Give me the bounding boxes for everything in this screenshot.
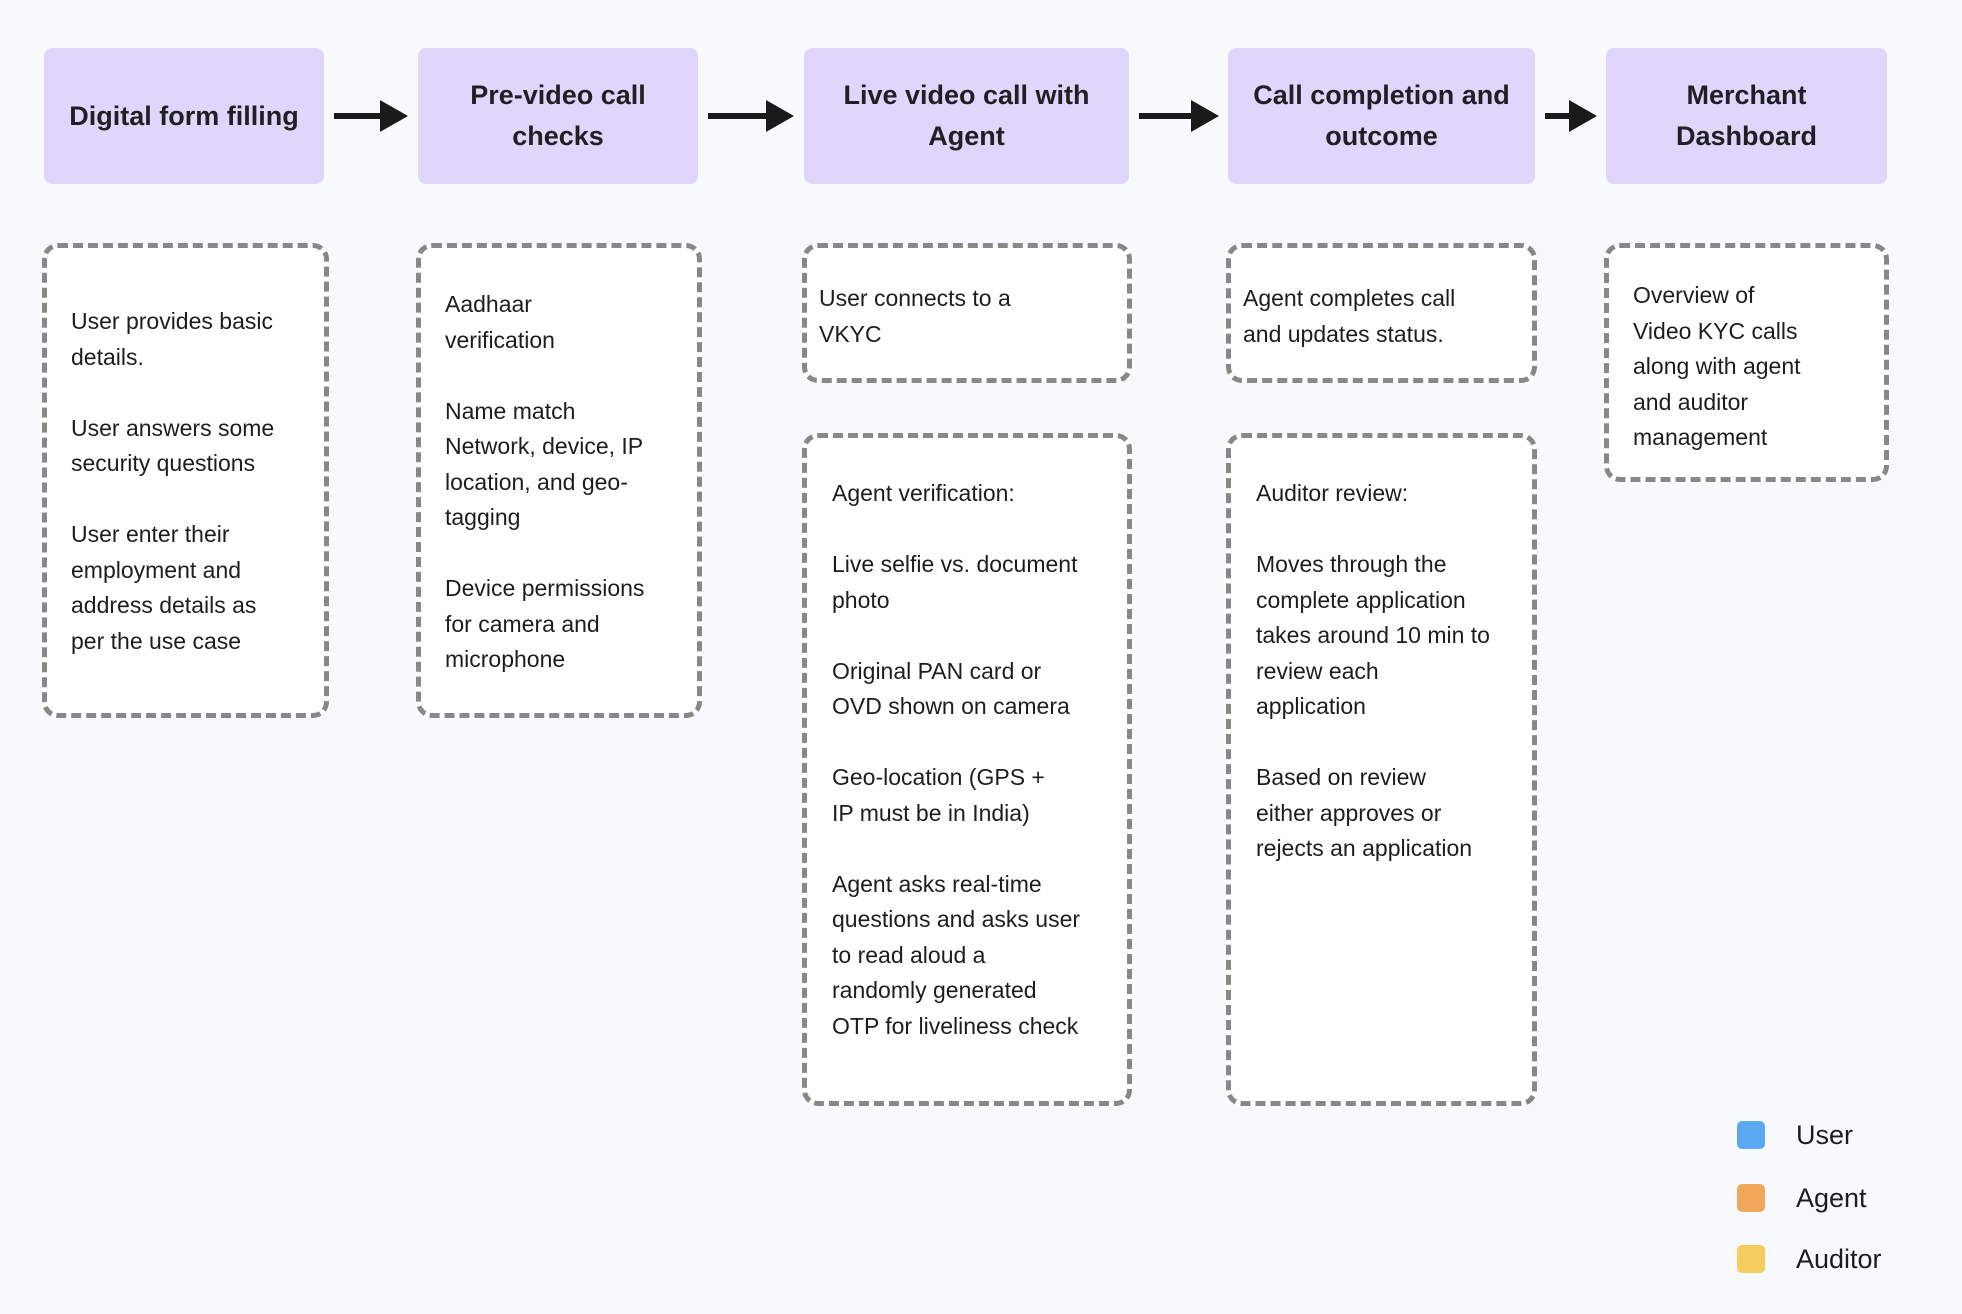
legend-label: Agent: [1796, 1182, 1867, 1213]
legend-swatch: [1737, 1184, 1765, 1212]
legend-item-agent: Agent: [1737, 1183, 1867, 1213]
legend-item-auditor: Auditor: [1737, 1244, 1882, 1274]
stage-label: Digital form filling: [69, 100, 299, 131]
box-paragraph: Geo-location (GPS +IP must be in India): [832, 764, 1045, 826]
stage-label: Pre-video call checks: [470, 80, 646, 151]
agent-verification-box: Agent verification: Live selfie vs. docu…: [802, 433, 1132, 1106]
stage-pre-video-call-checks: Pre-video call checks: [418, 48, 698, 184]
flow-arrow-icon: [1139, 98, 1219, 134]
flow-arrow-icon: [334, 98, 408, 134]
stage-live-video-call: Live video call with Agent: [804, 48, 1129, 184]
legend-item-user: User: [1737, 1120, 1853, 1150]
stage-label: Call completion and outcome: [1253, 80, 1510, 151]
stage-label: Merchant Dashboard: [1675, 80, 1818, 151]
legend-label: User: [1796, 1119, 1854, 1150]
stage-merchant-dashboard: Merchant Dashboard: [1606, 48, 1887, 184]
legend-label: Auditor: [1796, 1243, 1882, 1274]
box-paragraph: Auditor review:: [1256, 480, 1409, 506]
stage-call-completion: Call completion and outcome: [1228, 48, 1535, 184]
legend-swatch: [1737, 1245, 1765, 1273]
stage-label: Live video call with Agent: [843, 80, 1090, 151]
box-paragraph: Agent verification:: [832, 480, 1015, 506]
stage-digital-form-filling: Digital form filling: [44, 48, 324, 184]
legend-swatch: [1737, 1121, 1765, 1149]
flow-arrow-icon: [708, 98, 794, 134]
flow-arrow-icon: [1545, 98, 1597, 134]
